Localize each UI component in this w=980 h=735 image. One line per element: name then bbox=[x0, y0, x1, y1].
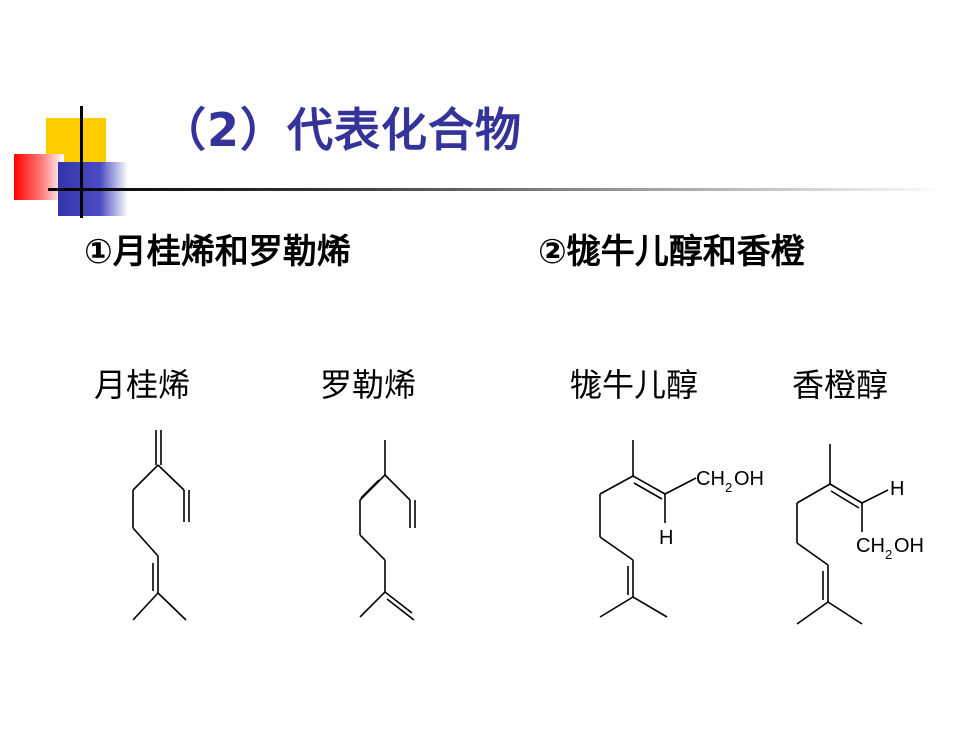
structure-nerol: H CH 2 OH bbox=[796, 444, 924, 625]
label-nerol-oh: OH bbox=[894, 535, 924, 557]
subheading-geraniol-nerol: ②牻牛儿醇和香橙 bbox=[538, 232, 805, 272]
label-nerol-h: H bbox=[890, 478, 904, 500]
subheading-myrcene-ocimene: ①月桂烯和罗勒烯 bbox=[84, 232, 351, 272]
label-nerol-ch: CH bbox=[856, 535, 885, 557]
slide-title: （2）代表化合物 bbox=[160, 103, 523, 157]
deco-vertical-line bbox=[80, 106, 83, 218]
label-geraniol-h: H bbox=[659, 527, 673, 549]
structure-geraniol: CH 2 OH H bbox=[599, 440, 764, 618]
compound-name-ocimene: 罗勒烯 bbox=[320, 366, 417, 404]
label-geraniol-oh: OH bbox=[734, 468, 764, 490]
label-geraniol-sub: 2 bbox=[725, 480, 732, 495]
compound-name-nerol: 香橙醇 bbox=[792, 366, 889, 404]
deco-square-red bbox=[14, 154, 64, 200]
structure-ocimene bbox=[359, 440, 416, 621]
label-nerol-sub: 2 bbox=[885, 547, 892, 562]
compound-name-myrcene: 月桂烯 bbox=[94, 366, 191, 404]
structure-myrcene bbox=[132, 430, 190, 621]
compound-name-geraniol: 牻牛儿醇 bbox=[570, 366, 699, 404]
title-underline bbox=[48, 188, 948, 191]
label-geraniol-ch: CH bbox=[696, 468, 725, 490]
